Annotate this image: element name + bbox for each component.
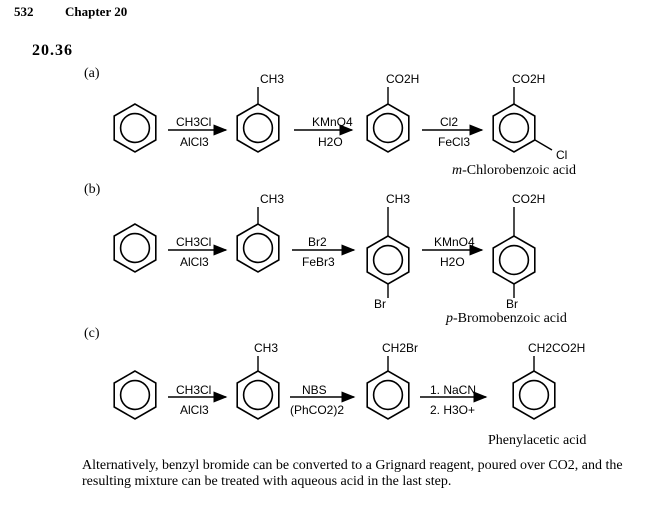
a-sub-co2h-1: CO2H	[386, 72, 420, 86]
c-phenylacetic-ring-circle	[518, 379, 550, 411]
c-step2-top: NBS	[302, 383, 327, 397]
a-sub-co2h-2: CO2H	[512, 72, 546, 86]
b-step1-top: CH3Cl	[176, 235, 212, 249]
b-step3-bottom: H2O	[440, 255, 465, 269]
b-sub-co2h: CO2H	[512, 192, 546, 206]
page-number: 532	[14, 4, 34, 19]
b-toluene-ring	[236, 223, 280, 273]
a-step2-bottom: H2O	[318, 135, 343, 149]
a-toluene-ring	[236, 103, 280, 153]
a-chlorobenzoic-ring	[492, 103, 536, 153]
c-step1-top: CH3Cl	[176, 383, 212, 397]
b-step1-bottom: AlCl3	[180, 255, 209, 269]
b-benzene-ring-circle	[119, 232, 151, 264]
b-bromobenzoic-ring-circle	[498, 244, 530, 276]
a-benzene-ring	[113, 103, 157, 153]
a-chlorobenzoic-ring-circle	[498, 112, 530, 144]
c-sub-ch2br: CH2Br	[382, 341, 419, 355]
b-step3-top: KMnO4	[434, 235, 475, 249]
c-toluene-ring	[236, 370, 280, 420]
a-step3-bottom: FeCl3	[438, 135, 471, 149]
b-sub-ch3-1: CH3	[260, 192, 285, 206]
chapter-title: Chapter 20	[65, 4, 128, 19]
a-step2-top: KMnO4	[312, 115, 353, 129]
problem-number: 20.36	[32, 42, 73, 59]
c-benzylbromide-ring-circle	[372, 379, 404, 411]
c-sub-ch2co2h: CH2CO2H	[528, 341, 586, 355]
part-b-label: (b)	[84, 182, 101, 197]
b-benzene-ring	[113, 223, 157, 273]
a-benzoic-ring	[366, 103, 410, 153]
a-benzoic-ring-circle	[372, 112, 404, 144]
b-toluene-ring-circle	[242, 232, 274, 264]
c-caption: Phenylacetic acid	[488, 433, 587, 448]
a-benzene-ring-circle	[119, 112, 151, 144]
c-step3-top: 1. NaCN	[430, 383, 477, 397]
b-sub-ch3-2: CH3	[386, 192, 411, 206]
a-cl-bond	[534, 139, 553, 151]
b-caption: p-Bromobenzoic acid	[446, 311, 567, 326]
part-c-label: (c)	[84, 326, 100, 341]
b-sub-br-1: Br	[374, 297, 386, 311]
b-step2-top: Br2	[308, 235, 327, 249]
b-bromotoluene-ring-circle	[372, 244, 404, 276]
b-step2-bottom: FeBr3	[302, 255, 335, 269]
c-toluene-ring-circle	[242, 379, 274, 411]
c-step3-bottom: 2. H3O+	[430, 403, 476, 417]
c-benzene-ring	[113, 370, 157, 420]
c-benzylbromide-ring	[366, 370, 410, 420]
a-sub-ch3: CH3	[260, 72, 285, 86]
b-sub-br-2: Br	[506, 297, 518, 311]
a-sub-cl: Cl	[556, 148, 568, 162]
c-step1-bottom: AlCl3	[180, 403, 209, 417]
explanation-paragraph: Alternatively, benzyl bromide can be con…	[82, 458, 623, 489]
a-step1-bottom: AlCl3	[180, 135, 209, 149]
part-a-label: (a)	[84, 66, 100, 81]
c-phenylacetic-ring	[512, 370, 556, 420]
c-step2-bottom: (PhCO2)2	[290, 403, 345, 417]
a-step1-top: CH3Cl	[176, 115, 212, 129]
a-caption: m-Chlorobenzoic acid	[452, 163, 577, 178]
a-step3-top: Cl2	[440, 115, 459, 129]
c-sub-ch3: CH3	[254, 341, 279, 355]
c-benzene-ring-circle	[119, 379, 151, 411]
a-toluene-ring-circle	[242, 112, 274, 144]
